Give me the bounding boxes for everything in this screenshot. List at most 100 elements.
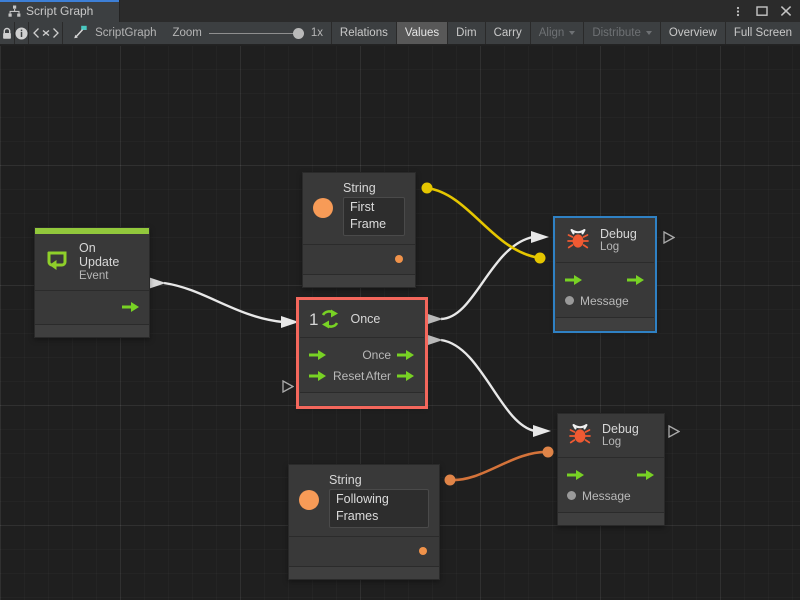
output-port-after[interactable]: After xyxy=(366,369,415,383)
input-port-message[interactable]: Message xyxy=(567,489,631,503)
unconnected-flow-handle-debuglog-top-out[interactable] xyxy=(663,230,676,249)
graph-name-label: ScriptGraph xyxy=(95,27,157,39)
toolbar-button-distribute[interactable]: Distribute xyxy=(583,22,660,44)
node-footer xyxy=(300,392,424,405)
port-row-flow xyxy=(556,269,654,290)
zoom-control[interactable]: Zoom 1x xyxy=(166,22,330,44)
output-port-value[interactable] xyxy=(419,547,427,556)
tab-bar-empty-space xyxy=(120,0,727,22)
tab-script-graph[interactable]: Script Graph xyxy=(0,0,120,22)
input-port-message[interactable]: Message xyxy=(565,294,629,308)
node-title: String xyxy=(343,181,376,195)
flow-arrow-icon xyxy=(565,274,582,285)
port-row-flow xyxy=(558,464,664,485)
value-port-dot-icon xyxy=(565,296,574,305)
graph-name-field[interactable]: ScriptGraph xyxy=(63,22,166,44)
zoom-label: Zoom xyxy=(172,27,202,39)
debug-bug-icon xyxy=(565,226,591,255)
unconnected-flow-handle-debuglog-bottom-out[interactable] xyxy=(668,424,681,443)
port-row-once: Once xyxy=(300,344,424,365)
node-title: Debug xyxy=(602,421,639,436)
lock-button[interactable] xyxy=(0,22,15,44)
node-title: Once xyxy=(350,311,381,326)
flow-arrow-icon xyxy=(309,370,326,381)
node-string-following-frames[interactable]: String Following Frames xyxy=(288,464,440,580)
flow-arrow-icon xyxy=(397,370,414,381)
toolbar-button-dim[interactable]: Dim xyxy=(447,22,484,44)
toolbar-button-values[interactable]: Values xyxy=(395,22,448,44)
flow-arrow-icon xyxy=(627,274,644,285)
output-port-after-label: After xyxy=(365,368,391,383)
output-port-value[interactable] xyxy=(395,255,403,264)
output-port-flow[interactable] xyxy=(122,301,140,313)
flow-arrow-icon xyxy=(637,469,654,480)
scriptgraph-icon xyxy=(73,25,88,42)
output-port-once-label: Once xyxy=(362,347,391,362)
string-value-input[interactable]: First Frame xyxy=(343,197,405,236)
node-once[interactable]: 1 Once xyxy=(296,297,428,409)
node-subtitle: Event xyxy=(79,269,109,282)
edge-string-followingframes-to-message xyxy=(444,446,554,486)
port-row-message: Message xyxy=(556,290,654,311)
input-port-reset-label: Reset xyxy=(333,368,365,383)
output-port-flow[interactable] xyxy=(637,469,655,481)
flow-arrow-icon xyxy=(122,302,139,313)
zoom-slider-track xyxy=(208,32,304,34)
output-port-flow[interactable] xyxy=(627,274,645,286)
node-body: Message xyxy=(558,458,664,512)
node-string-first-frame[interactable]: String First Frame xyxy=(302,172,416,288)
input-port-flow[interactable] xyxy=(565,274,583,286)
string-value-icon xyxy=(299,490,319,511)
node-header: On Update Event xyxy=(35,234,149,291)
zoom-value-label: 1x xyxy=(310,27,324,39)
toolbar-button-relations[interactable]: Relations xyxy=(330,22,396,44)
node-subtitle: Log xyxy=(602,436,622,449)
toolbar-button-full-screen[interactable]: Full Screen xyxy=(724,22,800,44)
node-header: Debug Log xyxy=(558,414,664,458)
string-value-input[interactable]: Following Frames xyxy=(329,489,429,528)
node-on-update[interactable]: On Update Event xyxy=(34,227,150,338)
zoom-slider[interactable] xyxy=(208,27,304,39)
flow-arrow-icon xyxy=(309,349,326,360)
port-row-flow-out xyxy=(35,297,149,318)
flow-handle-triangle-icon xyxy=(663,230,676,245)
node-debug-log-bottom[interactable]: Debug Log xyxy=(557,413,665,526)
event-header-bar xyxy=(35,228,149,234)
node-footer xyxy=(303,273,415,287)
angle-brackets-x-icon xyxy=(31,27,61,39)
node-title-block: Debug Log xyxy=(600,227,637,255)
node-title-block: Once xyxy=(350,312,380,326)
unconnected-flow-handle-once-reset[interactable] xyxy=(282,379,295,398)
once-badge: 1 xyxy=(309,309,319,329)
string-value-icon xyxy=(313,198,333,219)
zoom-slider-handle[interactable] xyxy=(292,27,304,39)
close-icon[interactable] xyxy=(779,5,792,18)
node-debug-log-top[interactable]: Debug Log xyxy=(553,216,657,333)
toolbar-button-carry[interactable]: Carry xyxy=(484,22,530,44)
more-options-icon[interactable] xyxy=(731,5,744,18)
input-port-message-label: Message xyxy=(582,488,631,503)
input-port-flow-enter[interactable] xyxy=(309,349,327,361)
toolbar-button-align[interactable]: Align xyxy=(529,22,584,44)
edge-string-firstframe-to-message xyxy=(421,182,546,264)
toolbar-button-distribute-label: Distribute xyxy=(592,27,641,39)
port-row-message: Message xyxy=(558,485,664,506)
window-tab-bar: Script Graph xyxy=(0,0,800,22)
output-port-once[interactable]: Once xyxy=(362,348,415,362)
value-port-dot-icon xyxy=(567,491,576,500)
info-icon xyxy=(15,27,28,40)
maximize-icon[interactable] xyxy=(755,5,768,18)
node-footer xyxy=(556,317,654,330)
input-port-flow[interactable] xyxy=(567,469,585,481)
flow-arrow-icon xyxy=(567,469,584,480)
graph-canvas[interactable]: On Update Event xyxy=(0,46,800,600)
info-button[interactable] xyxy=(15,22,30,44)
graph-icon xyxy=(8,5,21,18)
edge-once-to-debuglog-top xyxy=(425,231,549,325)
graph-toolbar: ScriptGraph Zoom 1x Relations Values Dim… xyxy=(0,22,800,45)
variables-button[interactable] xyxy=(29,22,64,44)
toolbar-button-overview[interactable]: Overview xyxy=(659,22,725,44)
input-port-reset[interactable]: Reset xyxy=(309,369,364,383)
node-header: 1 Once xyxy=(300,301,424,338)
